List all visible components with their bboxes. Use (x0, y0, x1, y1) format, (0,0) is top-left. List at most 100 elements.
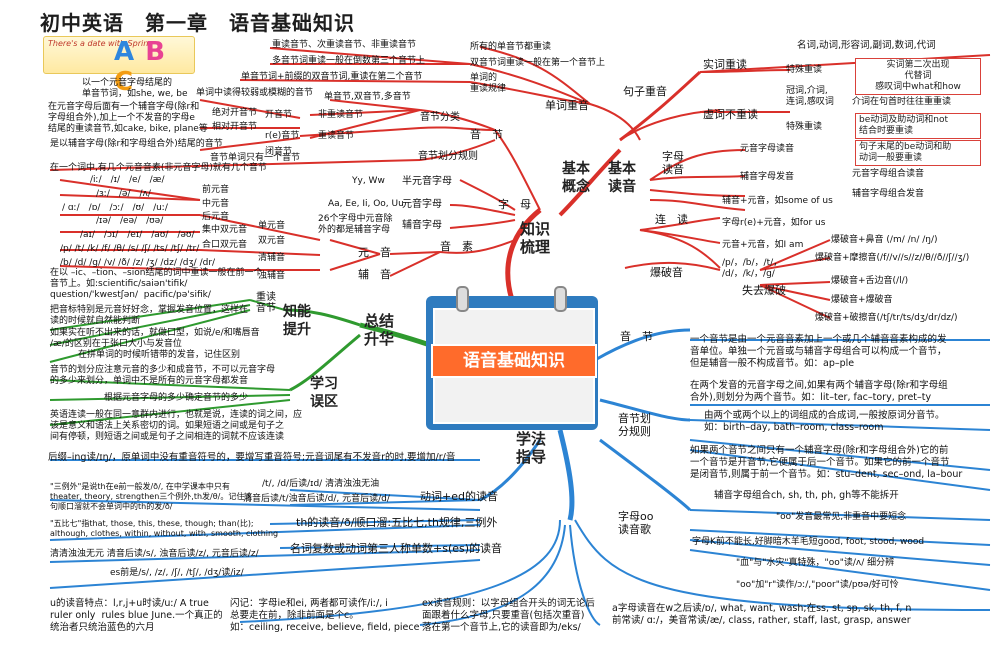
voiced-consonant: 浊辅音 (258, 271, 286, 281)
ed-rule-2: 清音后读/t/浊音后读/d/, 元音后读/d/ (243, 494, 390, 504)
letter-a: A (114, 37, 135, 67)
stressed-syllable-tip: 重读 音节 (256, 292, 276, 314)
plosive-plosive: 爆破音+爆破音 (831, 295, 893, 305)
relative-open-def: 在元音字母后面有一个辅音字母(除r和 字母组合外),加上一个不发音的字母e 结尾… (48, 102, 208, 134)
special-stress-1: 特殊重读 (786, 65, 823, 75)
closing-symbols: /aɪ/ /ɔɪ/ /eɪ/ /aʊ/ /əʊ/ (80, 230, 195, 240)
rule-disyllable: 双音节词重读一般在第一个音节上 (470, 58, 606, 68)
syllable-counts: 单音节,双音节,多音节 (324, 92, 411, 102)
unstressed-syllable: 非重读音节 (318, 110, 364, 120)
liaison: 连 读 (655, 213, 688, 226)
badge-caption: There's a date with Spring (48, 39, 154, 48)
plosive-nasal: 爆破音+鼻音 (/m/ /n/ /ŋ/) (831, 235, 938, 245)
s-rule-2: es前是/s/, /z/, /ʃ/, /tʃ/, /dʒ/读/iz/ (110, 568, 244, 578)
absolute-open: 绝对开音节 (212, 108, 258, 118)
ed-rule-1: /t/, /d/后读/ɪd/ 清清浊浊无油 (262, 479, 380, 489)
prefix-stress: 单音节词+前缀的双音节词,重读在第二个音节 (241, 72, 423, 82)
diphthong: 双元音 (258, 236, 286, 246)
semi-vowel-yw: Yy, Ww (352, 176, 385, 186)
spring-abc-logo: There's a date with Spring A B C (43, 36, 195, 97)
division-rules-title: 音节划 分规则 (618, 412, 651, 438)
centering-symbols: /ɪə/ /eə/ /ʊə/ (96, 216, 164, 226)
syllable-def: 一个音节是由一个元音音素加上一个或几个辅音音素构成的发 音单位。单独一个元音或与… (690, 334, 947, 369)
hub-knowledge-review: 知识 梳理 (520, 220, 551, 256)
vowel-aeiou: Aa, Ee, Ii, Oo, Uu (328, 199, 404, 209)
vowel-combo-reading: 元音字母组合读音 (852, 169, 925, 179)
consonant-letters: 辅音字母 (402, 220, 442, 231)
stress-rules: 单词的 重读规律 (470, 73, 507, 94)
ed-reading-title: 动词+ed的读音 (420, 490, 498, 503)
r-syllable: r(e)音节 (265, 131, 300, 141)
open-syllable: 开音节 (265, 110, 293, 120)
plosive-list: /p/，/b/，/t/， /d/，/k/，/g/ (722, 258, 783, 279)
letter-readings: 字母 读音 (662, 150, 684, 176)
abc-letters: A B C (114, 37, 194, 97)
oo-rule-4: "oo"加"r"读作/ɔː/,"poor"读/pʊə/好可怜 (736, 580, 899, 590)
th-reading-title: th的读音/ð/顺口溜:五比七,th规律,三例外 (296, 516, 498, 529)
ex-reading-note: ex读音规则：以字母组合开头的词无论后 面跟着什么字母,只要重音(包括次重音) … (422, 598, 595, 633)
syllable-def-title: 音 节 (620, 330, 653, 343)
hub-mistakes: 学习 误区 (310, 376, 338, 410)
word-stress: 单词重音 (545, 99, 589, 112)
function-word-list: 冠词,介词, 连词,感叹词 (786, 86, 834, 107)
special-stress-box: 实词第二次出现 代替词 感叹词中what和how (855, 58, 981, 95)
centering-diphthong: 集中双元音 (202, 225, 248, 235)
consonant-letter-reading: 辅音字母发音 (740, 172, 795, 182)
letters: 字 母 (498, 198, 531, 211)
letter-b: B (145, 37, 166, 67)
calendar-ring-right (554, 286, 567, 312)
polysyllable-stress: 多音节词重读一般在倒数第三个音节上 (272, 56, 426, 66)
central-vowel: 中元音 (202, 199, 230, 209)
oo-rule-1: "oo"发音最常见,非重音中要短念 (776, 512, 907, 522)
closed-syllable-def: 是以辅音字母(除r和字母组合外)结尾的音节 (50, 139, 223, 149)
back-vowel-symbols: / ɑː/ /ɒ/ /ɔː/ /ʊ/ /uː/ (62, 203, 168, 213)
function-word-unstressed: 虚词不重读 (703, 108, 758, 121)
weak-syllable: 单词中读得较弱或模糊的音节 (196, 88, 314, 98)
tip-liaison: 英语连读一般在同一意群内进行，也就是说，连读的词之间，应 该是意义和语法上关系密… (50, 410, 303, 442)
liaison-3: 元音+元音，如I am (722, 240, 804, 250)
consonant: 辅 音 (358, 268, 391, 281)
sentence-stress: 句子重音 (623, 85, 667, 98)
tip-mouth-shape: 如果实在听不出来的话，就做口型，如说/e/和嘴唇音 /æ/的区别在于张口大小与发… (50, 328, 260, 349)
liaison-2: 字母r(e)+元音，如for us (722, 218, 826, 228)
oo-song-title: 字母oo 读音歌 (618, 510, 654, 536)
closing-diphthong: 合口双元音 (202, 240, 248, 250)
hub-summary: 总结 升华 (364, 312, 395, 348)
division-rule-4: 辅音字母组合ch, sh, th, ph, gh等不能拆开 (714, 490, 899, 501)
liaison-1: 辅音+元音，如some of us (722, 196, 833, 206)
center-topic: 语音基础知识 (426, 286, 598, 430)
hub-ability: 知能 提升 (283, 304, 311, 338)
single-syllable-note: 音节单词只有一个音节 (210, 153, 301, 163)
special-stress-2: 特殊重读 (786, 122, 823, 132)
hub-basic-readings: 基本 读音 (608, 161, 636, 195)
vowel-letters: 元音字母 (402, 199, 442, 210)
voiced-symbols: /b/ /d/ /g/ /v/ /ð/ /z/ /ʒ/ /dz/ /dʒ/ /d… (60, 258, 216, 268)
vowel-letter-reading: 元音字母读音 (740, 144, 795, 154)
stressed-syllable: 重读音节 (318, 131, 355, 141)
division-rule-2: 由两个或两个以上的词组成的合成词,一般按原词分音节。 如：birth–day, … (704, 410, 945, 433)
oo-rule-2: 字母K前不能长,好脚暗木羊毛短good, foot, stood, wood (692, 537, 925, 547)
plosive-lateral: 爆破音+舌边音(/l/) (831, 276, 909, 286)
lost-plosion: 失去爆破 (742, 284, 786, 297)
a-reading-note: a字母读音在w之后读/ɒ/, what, want, wash;在ss, st,… (612, 603, 912, 626)
s-es-reading-title: 名词复数或动词第三人称单数+s(es)的读音 (290, 542, 503, 555)
tip-syllable-count: 音节的划分应注意元音的多少和成音节，不可以元音字母 的多少来划分，单词中不是所有… (50, 365, 276, 386)
open-syllable-def: 以一个元音字母结尾的 单音节词，如she, we, be (82, 78, 188, 99)
u-reading-note: u的读音特点：l,r,j+u时读/uː/ A true ruler only r… (50, 598, 223, 633)
division-rule-3: 如果两个音节之间只有一个辅音字母(除r和字母组合外)它的前 一个音节是开音节,它… (690, 445, 963, 480)
semi-vowel-letter: 半元音字母 (402, 176, 452, 187)
closed-syllable: 闭音节 (265, 147, 293, 157)
monophthong: 单元音 (258, 221, 286, 231)
ie-ei-note: 闪记：字母ie和ei, 两者都可读作/iː/, i 总要走在前，除非前面是个c。… (230, 598, 420, 633)
relative-open: 相对开音节 (212, 122, 258, 132)
plosive-affricate: 爆破音+破擦音(/tʃ/tr/ts/dʒ/dr/dz/) (815, 313, 958, 323)
oo-rule-3: "血"与"水灾"真特殊，"oo"读/ʌ/ 细分辨 (736, 558, 895, 568)
content-word-stress: 实词重读 (703, 58, 747, 71)
tip-vowel-count: 根据元音字母的多少确定音节的多少 (104, 393, 249, 403)
preposition-note: 介词在句首时往往重重读 (852, 97, 952, 107)
syllable: 音 节 (470, 128, 503, 141)
ic-tion-note: 在以 –ic、–tion、–sion结尾的词中重读一般在前一个 音节上。如:sc… (50, 268, 263, 300)
calendar-ring-left (456, 286, 469, 312)
consonant-combo-reading: 辅音字母组合发音 (852, 189, 925, 199)
